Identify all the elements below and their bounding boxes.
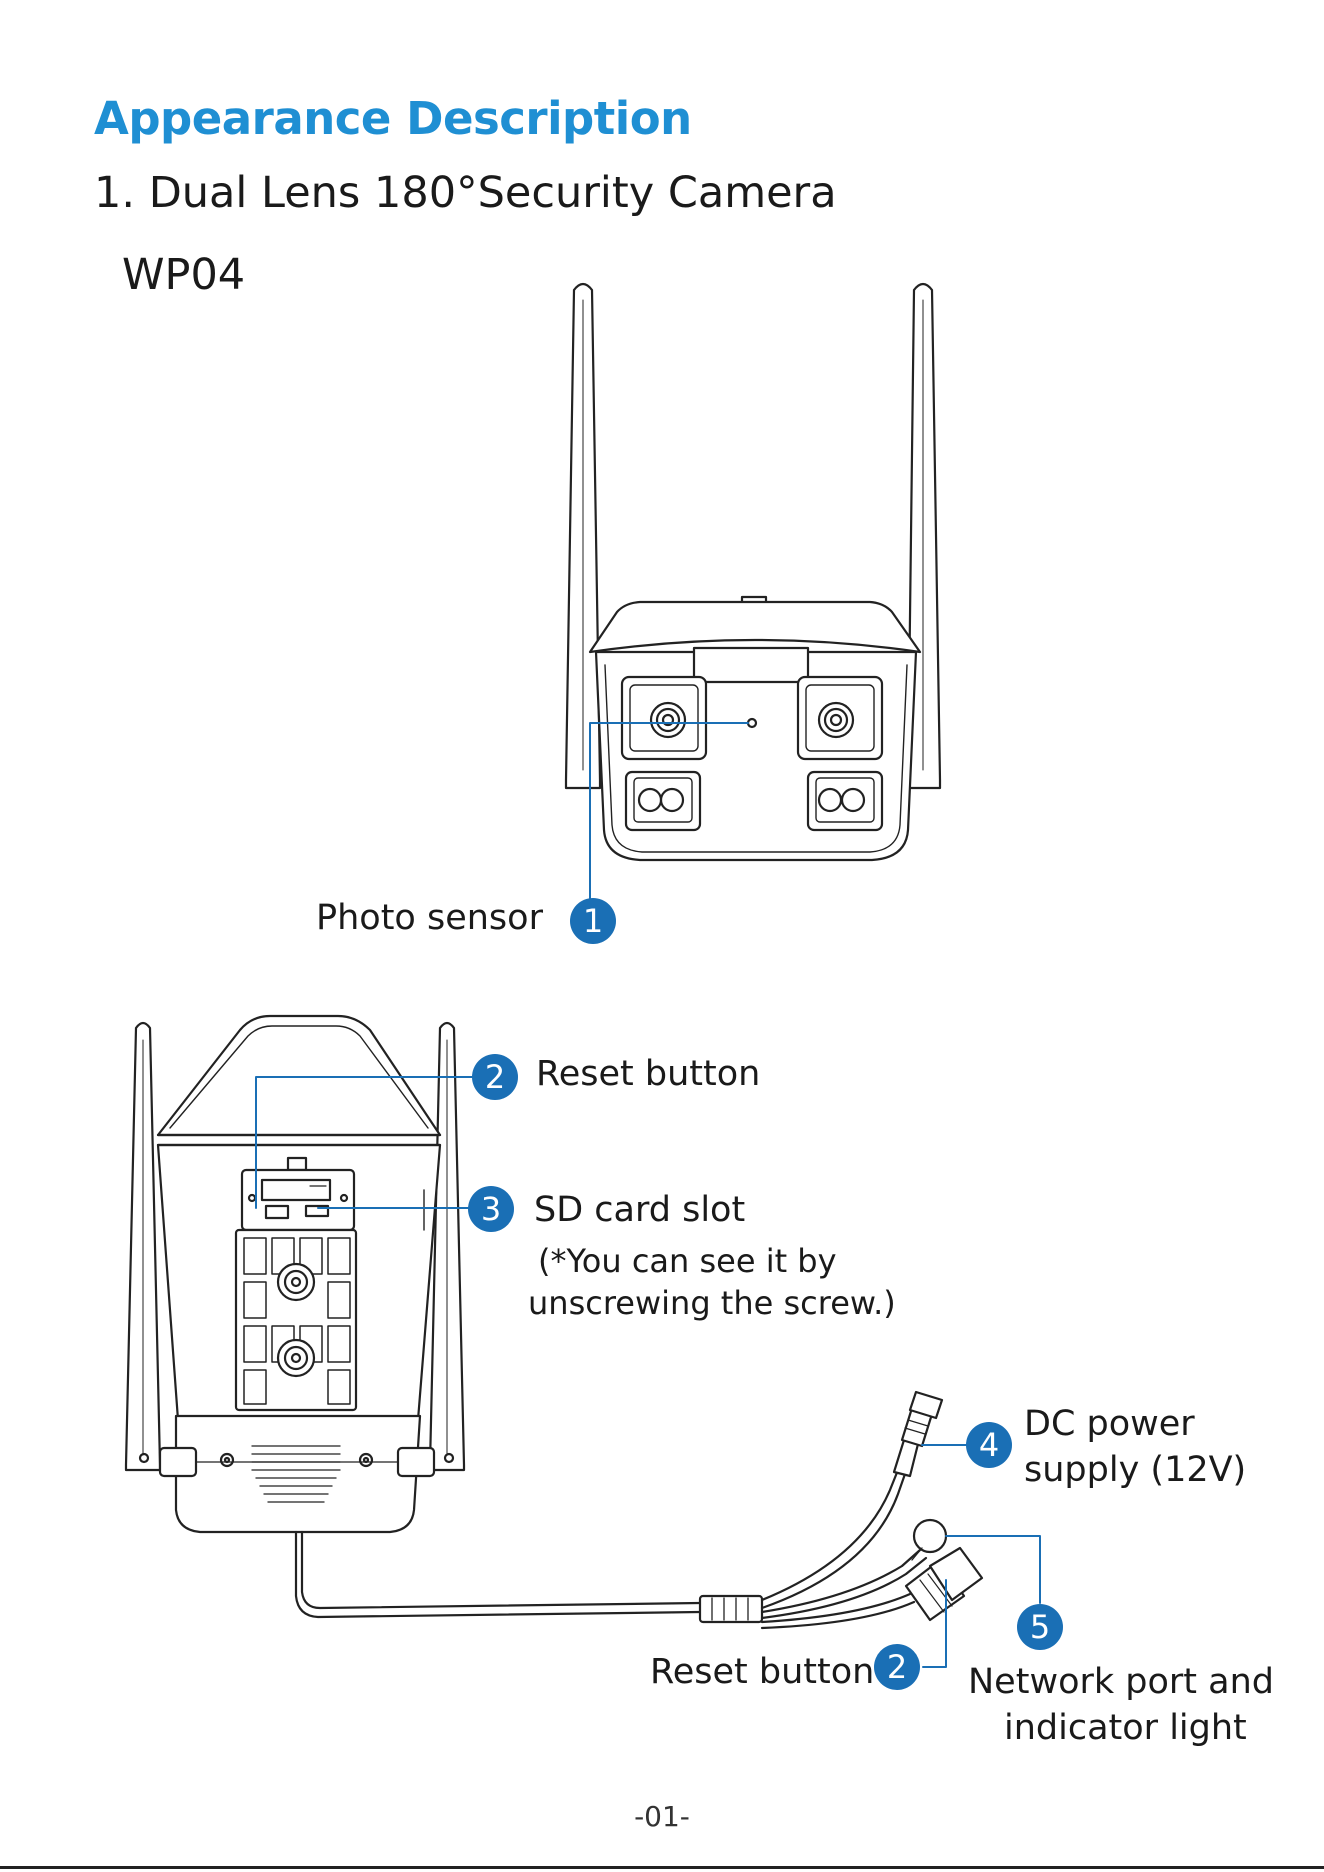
callout-badge-2: 2 xyxy=(472,1054,518,1100)
callout-badge-5: 5 xyxy=(1017,1604,1063,1650)
callout-badge-1: 1 xyxy=(570,898,616,944)
network-port-label-line2: indicator light xyxy=(1004,1708,1247,1748)
callout-badge-4: 4 xyxy=(966,1422,1012,1468)
reset-button-label: Reset button xyxy=(536,1054,760,1094)
network-port-label-line1: Network port and xyxy=(968,1662,1274,1702)
dc-power-label-line1: DC power xyxy=(1024,1404,1195,1444)
dc-power-label-line2: supply (12V) xyxy=(1024,1450,1246,1490)
camera-front-view xyxy=(566,284,940,860)
sd-card-note-line2: unscrewing the screw.) xyxy=(528,1284,896,1322)
camera-back-view xyxy=(126,1016,464,1532)
cable-reset-button-label: Reset button xyxy=(650,1652,874,1692)
photo-sensor-label: Photo sensor xyxy=(316,898,543,938)
page-number: -01- xyxy=(0,1800,1324,1833)
callout-badge-2-cable: 2 xyxy=(874,1644,920,1690)
sd-card-slot-label: SD card slot xyxy=(534,1190,745,1230)
page-bottom-rule xyxy=(0,1866,1324,1869)
callout-badge-3: 3 xyxy=(468,1186,514,1232)
sd-card-note-line1: (*You can see it by xyxy=(538,1242,837,1280)
